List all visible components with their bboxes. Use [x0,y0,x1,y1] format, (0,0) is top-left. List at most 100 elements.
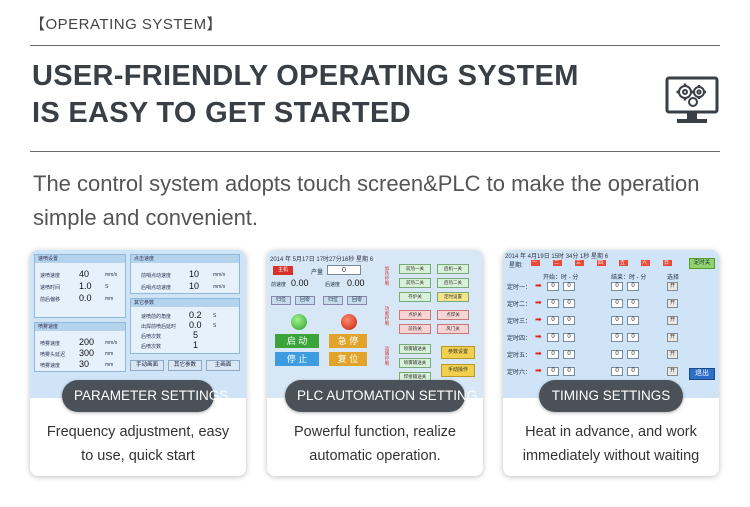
row-value[interactable]: 0.0 [79,293,92,303]
start-minute-field[interactable]: 0 [563,299,575,308]
manual-operation-button[interactable]: 手动操作 [441,364,475,377]
weekday-button[interactable]: 二 [553,260,562,266]
conveyor-switch-1[interactable]: 喷雾输送关 [399,344,431,354]
end-hour-field[interactable]: 0 [611,367,623,376]
weekday-button[interactable]: 日 [663,260,672,266]
stop-button[interactable]: 停 止 [275,352,319,366]
row-value[interactable]: 40 [79,269,90,279]
end-hour-field[interactable]: 0 [611,333,623,342]
weekday-label-text: 四 [598,260,604,266]
top-divider [30,45,720,46]
switch-1[interactable]: 前热一关 [399,264,431,274]
count-value[interactable]: 0 [327,265,361,275]
main-screen-button[interactable]: 主画面 [206,360,240,371]
manual-screen-button[interactable]: 手动画面 [130,360,164,371]
row-value[interactable]: 0.2 [189,310,202,320]
start-minute-field[interactable]: 0 [563,333,575,342]
end-minute-field[interactable]: 0 [627,282,639,291]
row-value[interactable]: 5 [193,330,199,340]
end-minute-field[interactable]: 0 [627,350,639,359]
end-hour-field[interactable]: 0 [611,350,623,359]
timer-enable-toggle[interactable]: 开 [667,299,678,308]
exit-button[interactable]: 退出 [689,368,715,380]
start-hour-field[interactable]: 0 [547,282,559,291]
weekday-button[interactable]: 三 [575,260,584,266]
row-value[interactable]: 30 [79,359,90,369]
timer-enable-toggle[interactable]: 开 [667,367,678,376]
timer-enable-toggle[interactable]: 开 [667,282,678,291]
section-tag: 【OPERATING SYSTEM】 [30,16,223,33]
panel-other: 其它参数 速喷前的角度 0.2 S 出焊前喷后延时 0.0 S 后喷次数 5 后… [130,298,240,354]
row-label: 速喷时间 [40,285,61,291]
home-button[interactable]: 归位 [271,296,291,305]
row-label: 出焊前喷后延时 [141,324,177,330]
row-value[interactable]: 10 [189,269,200,279]
end-minute-field[interactable]: 0 [627,299,639,308]
end-hour-field[interactable]: 0 [611,299,623,308]
speed2-value[interactable]: 0.00 [347,278,365,288]
timer-row-label: 定时一： [507,285,532,291]
timer-enable-toggle[interactable]: 开 [667,350,678,359]
row-value[interactable]: 0.0 [189,320,202,330]
row-value[interactable]: 200 [79,337,95,347]
timer-toggle-button[interactable]: 定时关 [689,258,715,269]
end-minute-field[interactable]: 0 [627,333,639,342]
switch-3[interactable]: 前热二关 [399,278,431,288]
row-value[interactable]: 1.0 [79,281,92,291]
reset-button[interactable]: 复 位 [329,352,367,366]
headline-line-1: USER-FRIENDLY OPERATING SYSTEM [32,60,579,92]
weekday-label-text: 六 [642,260,648,266]
panel-spray-speed: 喷雾速度 喷雾速度 200 mm/s 喷雾头延迟 300 mm 喷雾速度 30 … [34,322,126,372]
end-minute-field[interactable]: 0 [627,316,639,325]
estop-button[interactable]: 急 停 [329,334,367,348]
end-hour-field[interactable]: 0 [611,316,623,325]
start-minute-field[interactable]: 0 [563,367,575,376]
weekday-button[interactable]: 四 [597,260,606,266]
other-params-button[interactable]: 其它参数 [168,360,202,371]
timer-row-label: 定时三： [507,319,532,325]
switch-8[interactable]: 点焊关 [437,310,469,320]
caption-line-2: to use, quick start [81,448,195,464]
weekday-button[interactable]: 一 [531,260,540,266]
parameter-screen: 速喷设置 速喷速度 40 mm/s 速喷时间 1.0 S 前后偏移 0.0 mm… [30,250,246,398]
param-setting-button[interactable]: 参数设置 [441,346,475,359]
weekday-button[interactable]: 六 [641,260,650,266]
switch-9[interactable]: 前热关 [399,324,431,334]
weekday-button[interactable]: 五 [619,260,628,266]
end-minute-field[interactable]: 0 [627,367,639,376]
start-minute-field[interactable]: 0 [563,282,575,291]
start-hour-field[interactable]: 0 [547,299,559,308]
timer-enable-toggle[interactable]: 开 [667,316,678,325]
start-minute-field[interactable]: 0 [563,316,575,325]
function-control-label: 功能控制 [384,306,390,326]
start-button[interactable]: 启 动 [275,334,319,348]
switch-4[interactable]: 后热二关 [437,278,469,288]
headline: USER-FRIENDLY OPERATING SYSTEM IS EASY T… [32,62,579,128]
row-unit: mm [105,351,114,357]
switch-10[interactable]: 风门关 [437,324,469,334]
stop-lamp [341,314,357,330]
speed1-value[interactable]: 0.00 [291,278,309,288]
end-hour-field[interactable]: 0 [611,282,623,291]
timer-setting-button[interactable]: 定时设置 [437,292,469,302]
parameter-settings-badge: PARAMETER SETTINGS [62,380,228,412]
start-hour-field[interactable]: 0 [547,367,559,376]
zero-button-2[interactable]: 回零 [347,296,367,305]
start-hour-field[interactable]: 0 [547,350,559,359]
conveyor-switch-2[interactable]: 喷雾输送关 [399,358,431,368]
arrow-right-icon: ➡ [535,349,542,358]
switch-5[interactable]: 存炉关 [399,292,431,302]
timer-enable-toggle[interactable]: 开 [667,333,678,342]
row-value[interactable]: 10 [189,281,200,291]
start-hour-field[interactable]: 0 [547,316,559,325]
start-hour-field[interactable]: 0 [547,333,559,342]
start-minute-field[interactable]: 0 [563,350,575,359]
switch-7[interactable]: 点炉关 [399,310,431,320]
zero-button[interactable]: 回零 [295,296,315,305]
start-column-header: 开始：时 - 分 [543,275,579,281]
switch-2[interactable]: 后机一关 [437,264,469,274]
row-value[interactable]: 1 [193,340,199,350]
row-value[interactable]: 300 [79,348,95,358]
home-button-2[interactable]: 归位 [323,296,343,305]
speed2-label: 后速度 [325,282,341,288]
